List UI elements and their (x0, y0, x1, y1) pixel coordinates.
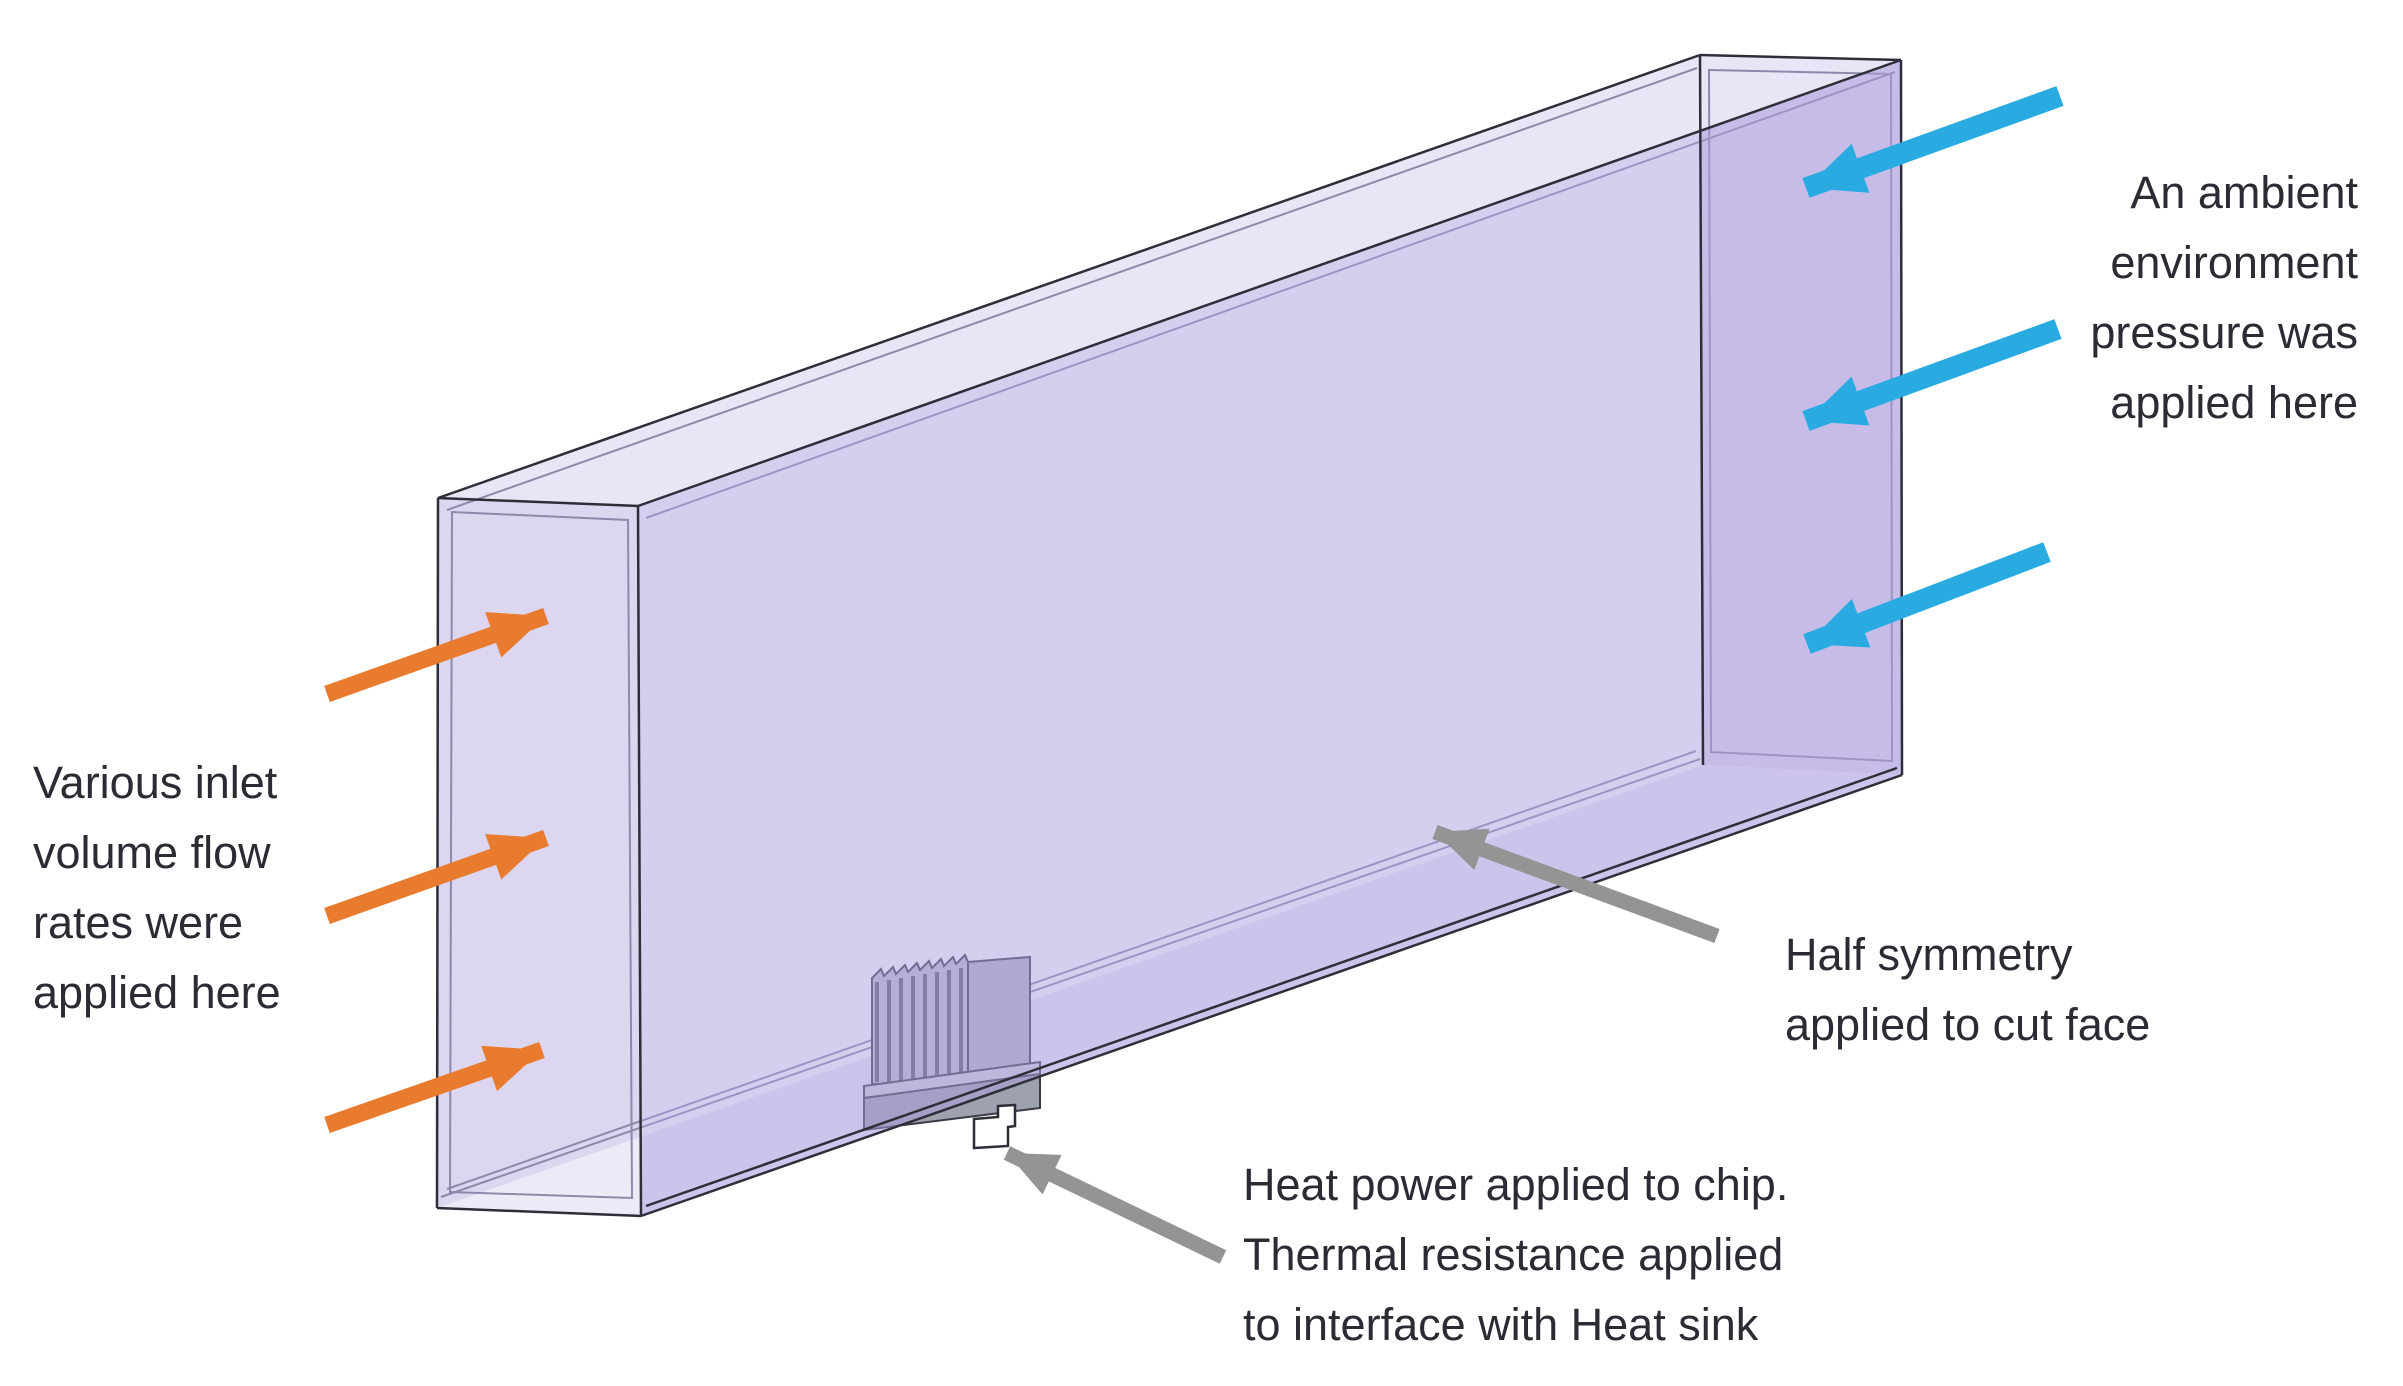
inlet-label-line: volume flow (33, 827, 271, 878)
chip-label-line: Thermal resistance applied (1243, 1229, 1784, 1280)
ambient-pressure-arrow-icon-1 (1802, 86, 2064, 198)
inlet-flow-arrow-icon-1 (324, 607, 549, 703)
inlet-flow-arrow-icon-2 (324, 829, 549, 925)
symmetry-arrow-icon (1432, 824, 1720, 944)
duct-front-symmetry-face (638, 60, 1902, 1216)
chip (972, 1103, 1017, 1150)
ambient-pressure-arrow-icon-2 (1802, 319, 2062, 431)
ambient-label-line: environment (2110, 237, 2358, 288)
inlet-label-line: Various inlet (33, 757, 278, 808)
symmetry-label-line: applied to cut face (1785, 999, 2151, 1050)
inlet-label-line: rates were (33, 897, 244, 948)
duct-outer-edges (435, 53, 1904, 1218)
inlet-flow-arrow-icon-3 (324, 1041, 545, 1134)
ambient-label-line: applied here (2110, 377, 2358, 428)
inlet-label-line: applied here (33, 967, 281, 1018)
duct-top-face (438, 55, 1901, 506)
ambient-pressure-arrows (1802, 86, 2064, 654)
symmetry-label-line: Half symmetry (1785, 929, 2073, 980)
chip-heat-arrow-icon (1003, 1146, 1227, 1264)
ambient-label-line: pressure was (2090, 307, 2358, 358)
inlet-label: Various inlet volume flow rates were app… (33, 748, 281, 1028)
chip-label-line: to interface with Heat sink (1243, 1299, 1759, 1350)
ambient-label: An ambient environment pressure was appl… (2026, 158, 2358, 438)
chip-label: Heat power applied to chip. Thermal resi… (1243, 1150, 1788, 1360)
ambient-pressure-arrow-icon-3 (1803, 542, 2051, 654)
inlet-flow-arrows (324, 607, 549, 1134)
ambient-label-line: An ambient (2130, 167, 2358, 218)
chip-label-line: Heat power applied to chip. (1243, 1159, 1789, 1210)
symmetry-label: Half symmetry applied to cut face (1785, 920, 2150, 1060)
callout-arrows (1003, 824, 1720, 1264)
